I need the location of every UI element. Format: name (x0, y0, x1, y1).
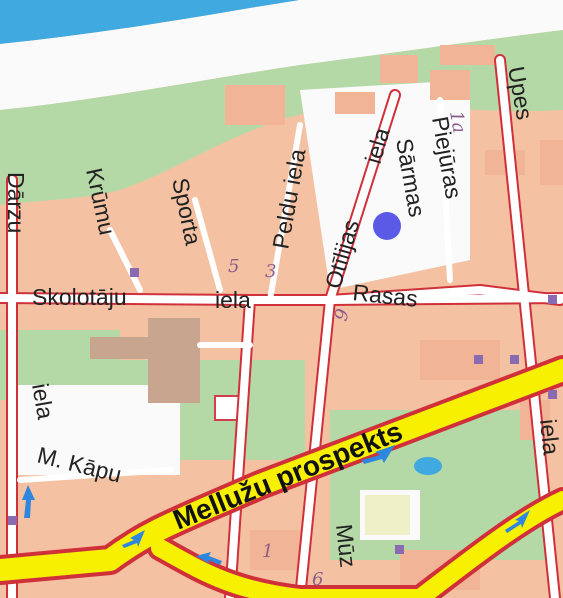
highlight-block (148, 318, 200, 403)
building (225, 85, 285, 125)
one-way-arrow-icon (505, 510, 530, 533)
house-number: 3 (265, 261, 276, 282)
highlight-block (90, 337, 200, 359)
building (440, 45, 495, 65)
building (380, 55, 418, 83)
house-number: 5 (228, 256, 239, 277)
street-label-muzu: Mūz (331, 523, 361, 569)
one-way-arrow-icon (362, 445, 395, 464)
house-number: 1a (445, 109, 470, 134)
house-number: 9 (331, 307, 354, 324)
one-way-arrow-icon (196, 552, 222, 565)
street-label-skolotaju-iela: iela (215, 287, 251, 313)
house-number: 6 (312, 569, 323, 590)
house-number: 1 (262, 541, 273, 562)
building (365, 495, 410, 535)
one-way-arrow-icon (22, 485, 35, 518)
pond (414, 457, 442, 475)
poi-markers (8, 268, 557, 554)
building (430, 70, 470, 100)
building (540, 140, 563, 185)
shore-strip (0, 0, 563, 110)
location-dot-icon[interactable] (373, 212, 401, 240)
street-label-darzu: Dārzu (3, 172, 29, 233)
building (335, 92, 375, 114)
water-body (0, 0, 300, 44)
one-way-arrow-icon (122, 530, 145, 548)
minor-roads (0, 54, 563, 598)
street-label-skolotaju: Skolotāju (32, 284, 127, 310)
open-area (300, 80, 470, 290)
building (420, 340, 500, 380)
street-label-iela-left: iela (27, 381, 59, 421)
street-label-iela-right: iela (535, 418, 563, 457)
